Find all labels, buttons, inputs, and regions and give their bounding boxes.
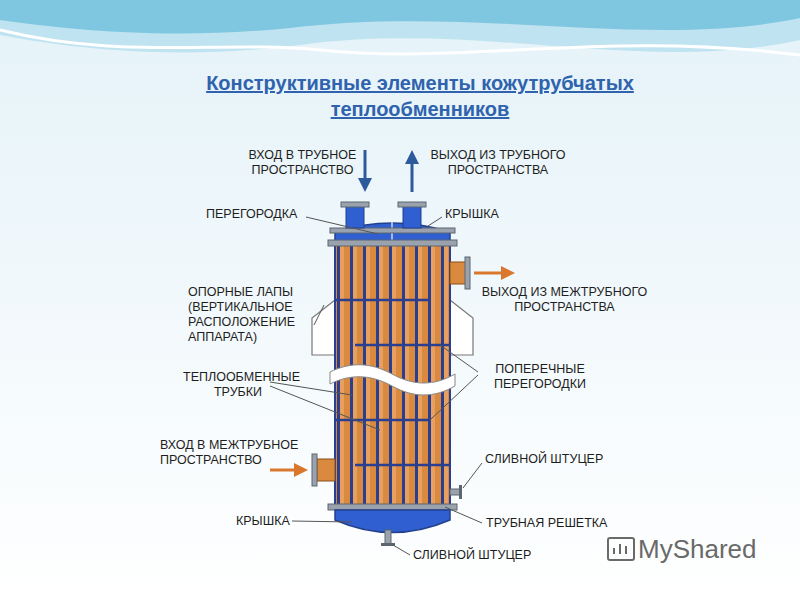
callout-label: ПЕРЕГОРОДКА: [206, 207, 316, 222]
callout-label: ВЫХОД ИЗ МЕЖТРУБНОГО ПРОСТРАНСТВА: [477, 285, 652, 315]
shell-inlet-nozzle: [317, 459, 335, 481]
drain-nozzle: [381, 543, 395, 546]
top-wave-line: [0, 30, 800, 55]
callout-label: ВХОД В ТРУБНОЕ ПРОСТРАНСТВО: [240, 148, 365, 178]
break-line: [330, 365, 455, 395]
bottom-cover: [335, 510, 450, 533]
top-wave: [0, 0, 800, 33]
callout-label: ВЫХОД ИЗ ТРУБНОГО ПРОСТРАНСТВА: [423, 148, 573, 178]
callout-label: СЛИВНОЙ ШТУЦЕР: [413, 548, 553, 563]
callout-label: ТРУБНАЯ РЕШЕТКА: [486, 516, 636, 531]
tube-outlet-nozzle: [403, 206, 421, 228]
watermark-icon: [608, 538, 634, 560]
drain-nozzle: [385, 530, 391, 544]
top-wave: [0, 0, 800, 52]
callout-label: КРЫШКА: [236, 514, 306, 529]
watermark: MyShared: [638, 534, 788, 564]
flange: [465, 257, 470, 289]
tube-inlet-nozzle: [346, 206, 364, 228]
callout-label: ПОПЕРЕЧНЫЕ ПЕРЕГОРОДКИ: [480, 362, 600, 392]
flange: [312, 454, 317, 486]
callout-label: КРЫШКА: [445, 207, 515, 222]
callout-label: ТЕПЛООБМЕННЫЕ ТРУБКИ: [183, 370, 293, 400]
callout-label: ВХОД В МЕЖТРУБНОЕ ПРОСТРАНСТВО: [160, 438, 300, 468]
leader-line: [270, 217, 482, 555]
flow-arrow: [270, 150, 515, 477]
callout-label: СЛИВНОЙ ШТУЦЕР: [485, 452, 625, 467]
flange: [341, 202, 369, 207]
flange: [328, 240, 457, 246]
support-leg: [450, 300, 473, 355]
drain-nozzle: [450, 489, 460, 495]
tube-sheet: [328, 504, 457, 510]
title: Конструктивные элементы кожутрубчатых те…: [170, 70, 670, 122]
callout-label: ОПОРНЫЕ ЛАПЫ (ВЕРТИКАЛЬНОЕ РАСПОЛОЖЕНИЕ …: [188, 285, 328, 345]
shell-outlet-nozzle: [450, 262, 466, 284]
flange: [398, 202, 426, 207]
drain-nozzle: [459, 485, 462, 499]
flange: [330, 228, 455, 233]
support-leg: [312, 300, 335, 355]
